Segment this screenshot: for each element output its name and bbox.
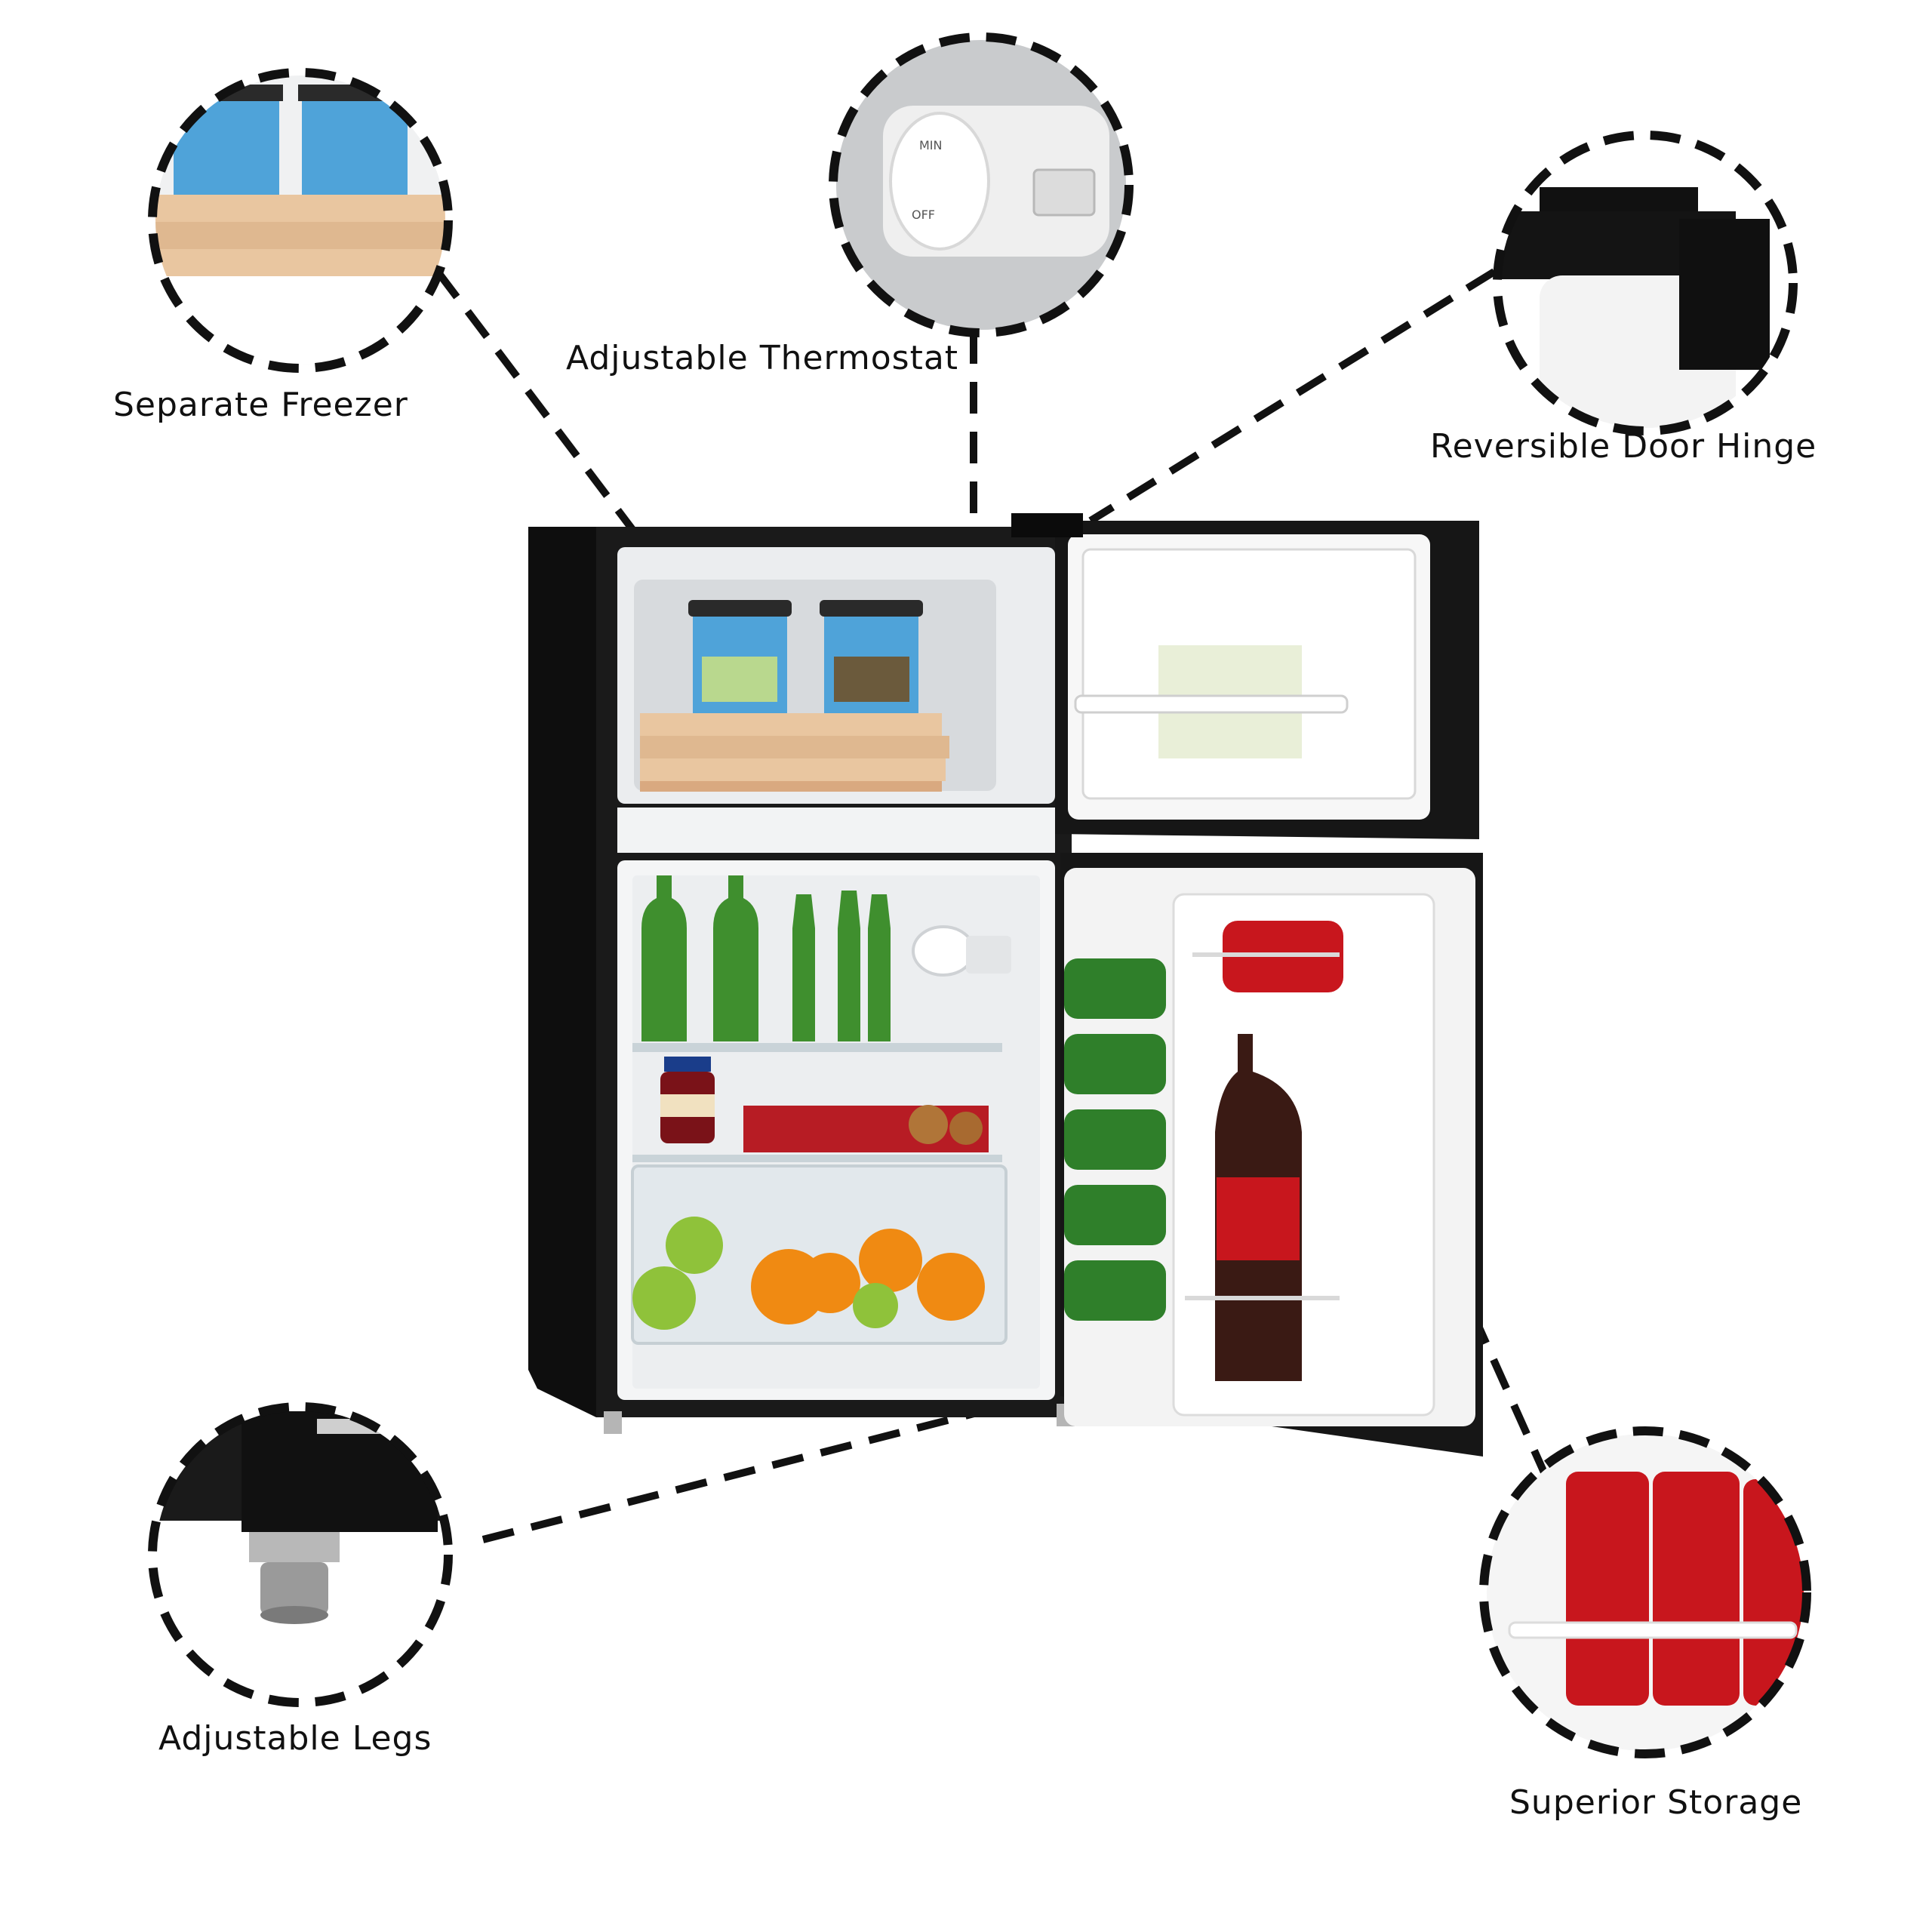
cabinet-side	[528, 527, 596, 1417]
label-separate-freezer: Separate Freezer	[113, 386, 408, 424]
top-hinge	[1011, 513, 1083, 537]
callout-circle-legs	[148, 1402, 453, 1707]
thermostat-off-label: OFF	[912, 208, 935, 222]
ice-cream-tubs	[688, 600, 923, 718]
label-adjustable-legs: Adjustable Legs	[158, 1719, 432, 1758]
biscuit-box	[743, 1105, 989, 1152]
label-adjustable-thermostat: Adjustable Thermostat	[566, 339, 959, 377]
green-bottles	[641, 875, 891, 1041]
leader-line-legs	[481, 1392, 1043, 1543]
label-reversible-door-hinge: Reversible Door Hinge	[1430, 427, 1817, 466]
fridge-door	[1060, 853, 1483, 1457]
thermostat-dial	[912, 925, 1011, 977]
jam-jar	[660, 1057, 715, 1143]
callout-circle-freezer	[148, 68, 453, 373]
callout-circle-hinge	[1493, 131, 1798, 435]
front-foot-left	[604, 1411, 622, 1434]
leader-line-hinge	[1088, 268, 1497, 525]
callout-circle-storage	[1479, 1426, 1811, 1758]
label-superior-storage: Superior Storage	[1509, 1783, 1803, 1822]
frozen-pizza-boxes	[640, 713, 949, 792]
thermostat-min-label: MIN	[919, 138, 943, 152]
glass-shelf	[632, 1043, 1002, 1052]
crisper-drawer	[631, 1164, 1008, 1345]
refrigerator	[528, 513, 1483, 1457]
green-cans	[1064, 958, 1166, 1321]
callout-circle-thermostat: MIN OFF	[829, 32, 1134, 337]
freezer-door	[1055, 521, 1479, 839]
